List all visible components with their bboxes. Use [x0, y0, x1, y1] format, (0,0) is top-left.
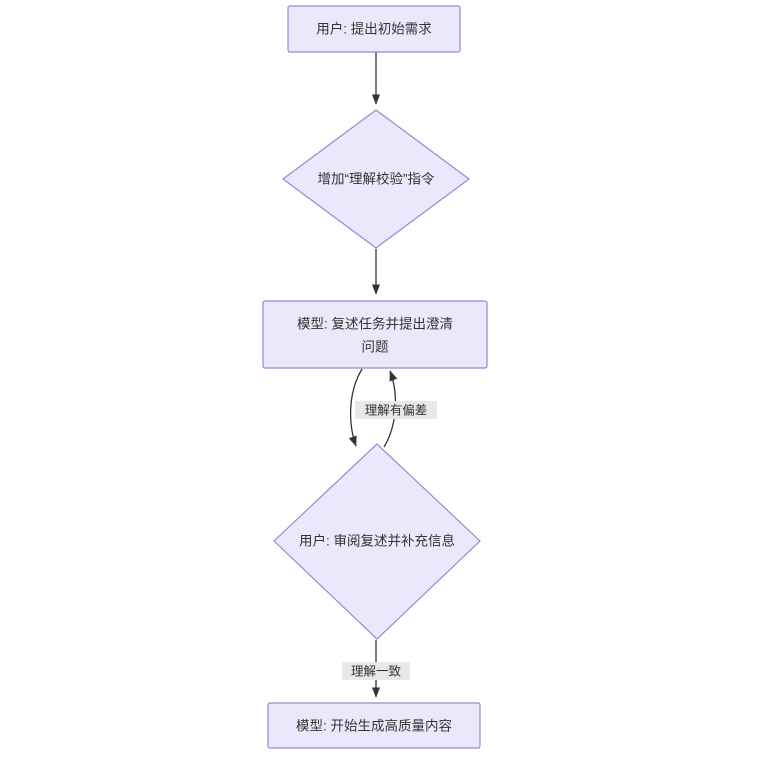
edge-label-background [342, 662, 410, 680]
node-add-comprehension-check[interactable]: 增加“理解校验”指令 [281, 109, 471, 249]
edge-label-misaligned: 理解有偏差 [355, 401, 437, 419]
node-label: 用户: 审阅复述并补充信息 [299, 533, 455, 549]
node-model-restate-task[interactable]: 模型: 复述任务并提出澄清 问题 [262, 300, 488, 369]
node-diamond-shape [281, 109, 471, 249]
node-label: 模型: 开始生成高质量内容 [296, 718, 452, 734]
node-user-review-restatement[interactable]: 用户: 审阅复述并补充信息 [273, 443, 481, 640]
node-user-initial-request[interactable]: 用户: 提出初始需求 [287, 5, 461, 53]
edge-label-text: 理解有偏差 [365, 402, 428, 417]
edge-label-text: 理解一致 [351, 664, 402, 678]
edge-restate-to-review [348, 368, 363, 447]
edge-label-layer: 理解有偏差 理解一致 [342, 401, 437, 680]
node-label: 用户: 提出初始需求 [316, 21, 432, 37]
node-diamond-shape [273, 443, 481, 640]
node-label: 增加“理解校验”指令 [318, 171, 435, 187]
node-rect-shape [267, 702, 481, 749]
node-rect-shape [262, 300, 488, 369]
node-model-generate-content[interactable]: 模型: 开始生成高质量内容 [267, 702, 481, 749]
edge-label-aligned: 理解一致 [342, 662, 410, 680]
node-rect-shape [287, 5, 461, 53]
node-label-line-1: 模型: 复述任务并提出澄清 [297, 316, 453, 332]
node-label-line-2: 问题 [362, 340, 389, 355]
edge-label-background [355, 401, 437, 419]
